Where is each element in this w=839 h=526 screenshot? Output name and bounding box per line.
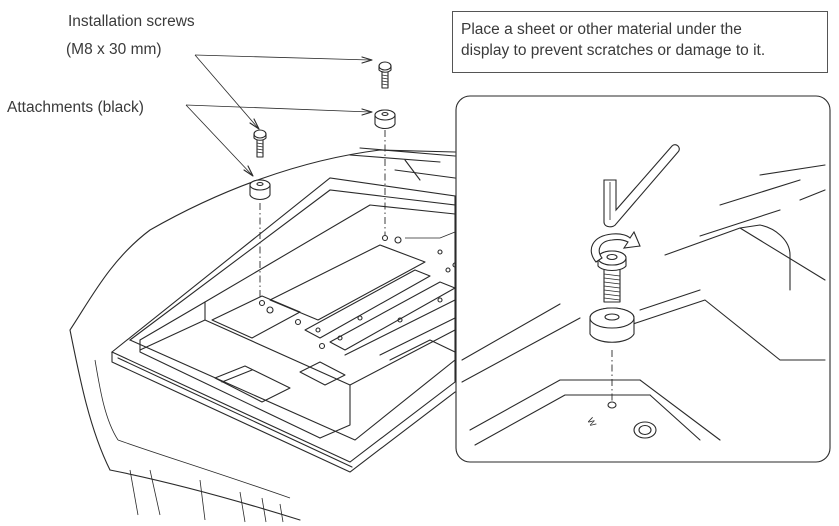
attachment-icon bbox=[249, 109, 396, 201]
screw-size-label: (M8 x 30 mm) bbox=[66, 41, 162, 58]
caution-note-line-2: display to prevent scratches or damage t… bbox=[461, 42, 766, 59]
caution-note-line-1: Place a sheet or other material under th… bbox=[461, 21, 742, 38]
detail-inset bbox=[405, 95, 831, 463]
attachment-icon bbox=[589, 307, 635, 343]
leader-lines bbox=[185, 54, 373, 177]
rotation-arrow-icon bbox=[590, 230, 641, 263]
display-body bbox=[69, 147, 458, 523]
installation-screws-label: Installation screws bbox=[68, 13, 195, 30]
attachments-label: Attachments (black) bbox=[7, 99, 144, 116]
screw-icon bbox=[597, 250, 627, 303]
hex-wrench-icon bbox=[603, 144, 680, 228]
screw-icon bbox=[253, 61, 392, 158]
caution-note: Place a sheet or other material under th… bbox=[452, 11, 828, 73]
